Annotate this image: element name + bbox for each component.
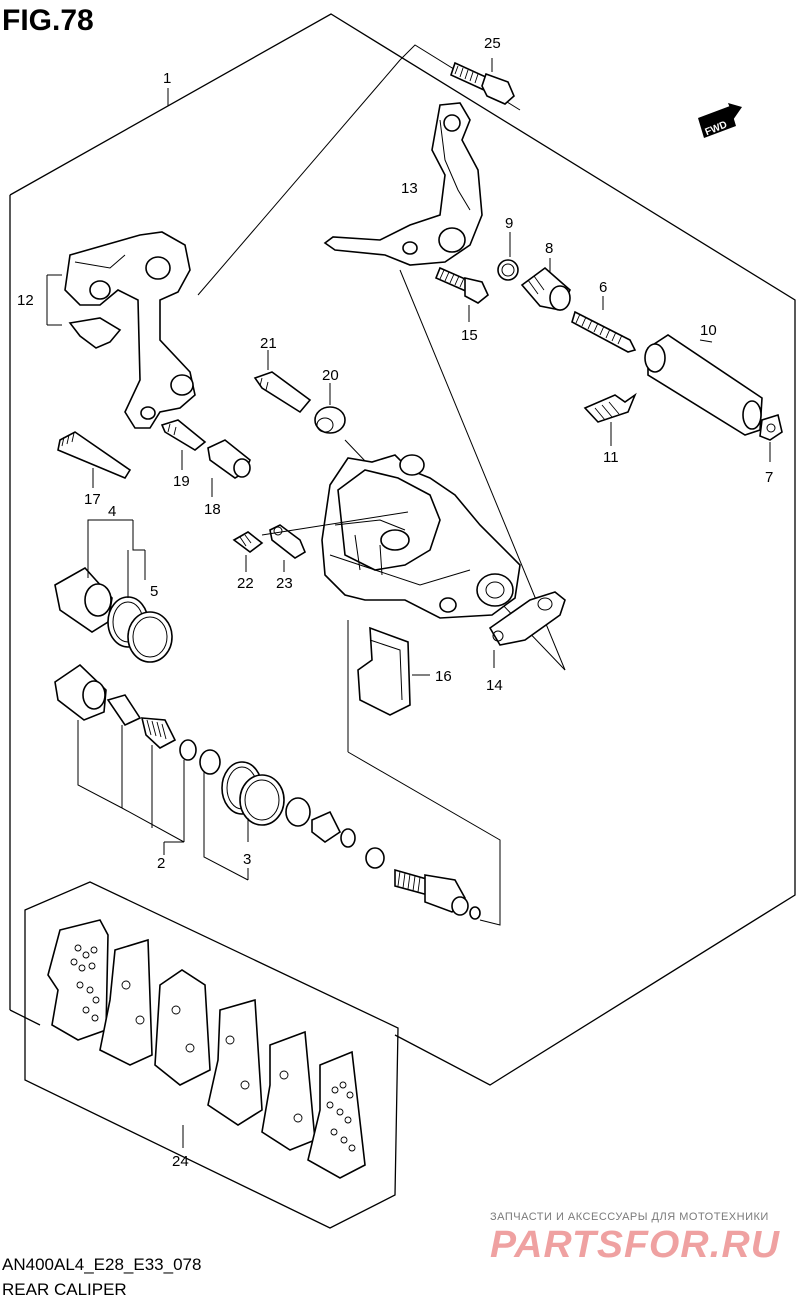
callout-24: 24 xyxy=(172,1153,189,1170)
callout-2: 2 xyxy=(157,855,165,872)
callout-3: 3 xyxy=(243,851,251,868)
callout-5: 5 xyxy=(150,583,158,600)
forward-direction-arrow-icon: FWD xyxy=(698,103,742,138)
callout-8: 8 xyxy=(545,240,553,257)
callout-7: 7 xyxy=(765,469,773,486)
watermark: ЗАПЧАСТИ И АКСЕССУАРЫ ДЛЯ МОТОТЕХНИКИ PA… xyxy=(490,1211,781,1266)
adjuster-assembly-drawing xyxy=(54,663,481,920)
callout-20: 20 xyxy=(322,367,339,384)
callout-16: 16 xyxy=(435,668,452,685)
caliper-bracket-drawing xyxy=(46,231,196,429)
caliper-body-drawing xyxy=(321,454,521,619)
figure-name: REAR CALIPER xyxy=(2,1280,127,1299)
callout-10: 10 xyxy=(700,322,717,339)
bleeder-and-washer-drawing xyxy=(232,511,409,572)
callout-1: 1 xyxy=(163,70,171,87)
figure-title: FIG.78 xyxy=(2,4,94,37)
callout-6: 6 xyxy=(599,279,607,296)
callout-4: 4 xyxy=(108,503,116,520)
callout-19: 19 xyxy=(173,473,190,490)
callout-15: 15 xyxy=(461,327,478,344)
callout-17: 17 xyxy=(84,491,101,508)
pad-spring-16-drawing xyxy=(357,626,430,716)
brake-pads-drawing xyxy=(47,919,366,1179)
callout-22: 22 xyxy=(237,575,254,592)
callout-23: 23 xyxy=(276,575,293,592)
callout-14: 14 xyxy=(486,677,503,694)
callout-25: 25 xyxy=(484,35,501,52)
piston-and-seals-drawing xyxy=(54,519,173,663)
callout-11: 11 xyxy=(603,449,619,466)
part-callouts: 1 2 3 4 5 6 7 8 9 10 11 12 13 14 15 16 1… xyxy=(17,35,773,1170)
figure-code: AN400AL4_E28_E33_078 xyxy=(2,1255,202,1274)
callout-21: 21 xyxy=(260,335,277,352)
watermark-tagline: ЗАПЧАСТИ И АКСЕССУАРЫ ДЛЯ МОТОТЕХНИКИ xyxy=(490,1211,769,1223)
torque-arm-drawing xyxy=(323,102,483,266)
watermark-brand: PARTSFOR.RU xyxy=(490,1224,781,1266)
gasket-14-drawing xyxy=(488,591,566,668)
callout-12: 12 xyxy=(17,292,34,309)
bolt-25-drawing xyxy=(450,58,515,105)
left-small-parts xyxy=(57,350,346,497)
callout-9: 9 xyxy=(505,215,513,232)
callout-18: 18 xyxy=(204,501,221,518)
callout-13: 13 xyxy=(401,180,418,197)
right-side-parts xyxy=(434,232,783,462)
pad-set-outline xyxy=(24,881,399,1229)
